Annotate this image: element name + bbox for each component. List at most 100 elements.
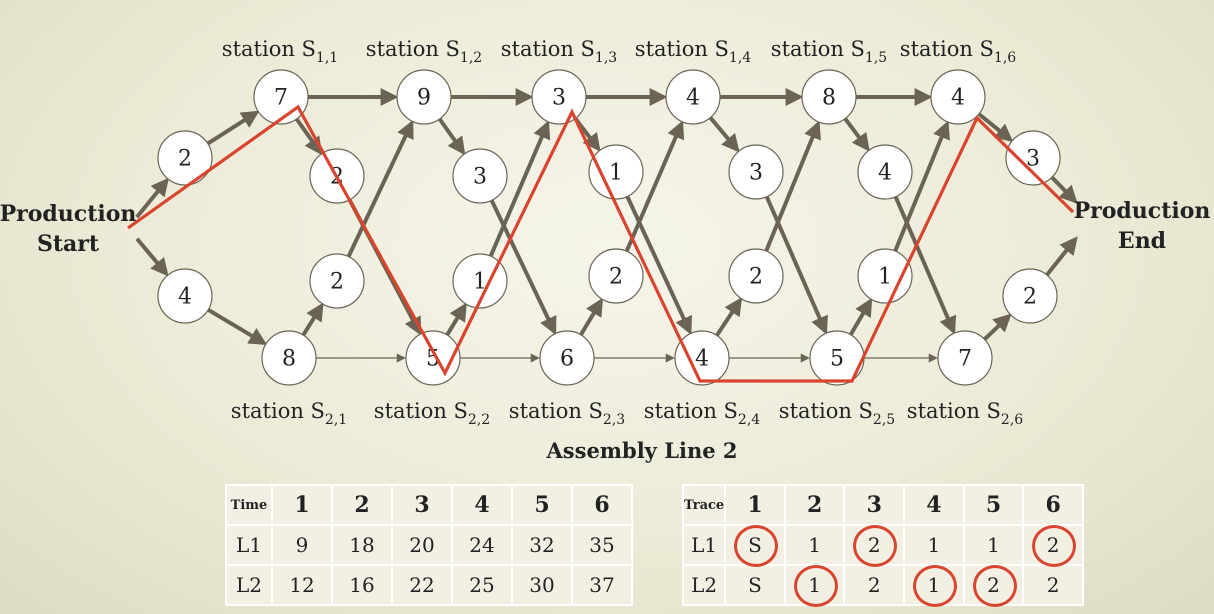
exit-to-end-arrow <box>1050 175 1078 204</box>
time-cell: 12 <box>271 564 333 606</box>
time-cell: 24 <box>451 524 513 566</box>
node-value: 2 <box>609 265 623 290</box>
transfer-arrow <box>843 117 870 152</box>
node-value: 2 <box>1023 285 1037 310</box>
transfer-node-1-to-2: 4 <box>857 144 913 200</box>
transfer-node-1-to-2: 3 <box>452 148 508 204</box>
transfer-arrow <box>715 297 743 337</box>
node-value: 1 <box>473 270 487 295</box>
time-cell: 18 <box>331 524 393 566</box>
station-label-line2: station S2,1 <box>231 399 347 428</box>
transfer-arrow <box>848 297 873 336</box>
station-node-line2: 4 <box>674 330 730 386</box>
node-value: 6 <box>560 347 574 372</box>
trace-col-1: 1 <box>724 484 786 526</box>
node-circle <box>261 330 317 386</box>
transfer-arrow <box>624 120 685 252</box>
station-node-line1: 9 <box>396 69 452 125</box>
transfer-node-2-to-1: 2 <box>309 253 365 309</box>
transfer-node-2-to-1: 2 <box>728 248 784 304</box>
table-row: L1 S 1 2 1 1 2 <box>681 524 1084 568</box>
node-value: 3 <box>552 86 566 111</box>
transfer-arrow <box>764 195 828 335</box>
node-circle <box>728 248 784 304</box>
node-circle <box>396 69 452 125</box>
time-cell: 32 <box>511 524 573 566</box>
station-label-line2: station S2,2 <box>374 399 490 428</box>
node-value: 5 <box>426 347 440 372</box>
node-circle <box>157 268 213 324</box>
transfer-arrow <box>294 117 323 156</box>
exit-arrow <box>983 313 1012 341</box>
time-col-1: 1 <box>271 484 333 526</box>
trace-row-label-l2: L2 <box>681 564 727 606</box>
exit-node-line2: 2 <box>1002 268 1058 324</box>
node-value: 7 <box>274 86 288 111</box>
transfer-arrow <box>301 302 324 337</box>
node-value: 5 <box>830 347 844 372</box>
station-label-line2: station S2,4 <box>644 399 760 428</box>
node-value: 7 <box>958 347 972 372</box>
node-value: 1 <box>609 161 623 186</box>
time-cell: 9 <box>271 524 333 566</box>
optimal-path-layer <box>127 104 1075 383</box>
station-label-line1: station S1,3 <box>501 37 617 66</box>
optimal-path-line <box>127 104 1075 383</box>
trace-cell: 1 <box>783 564 846 608</box>
trace-table-header-row: Trace 1 2 3 4 5 6 <box>681 484 1084 526</box>
transfer-node-2-to-1: 1 <box>452 253 508 309</box>
node-value: 9 <box>417 86 431 111</box>
trace-col-2: 2 <box>783 484 846 526</box>
node-circle <box>309 253 365 309</box>
time-cell: 25 <box>451 564 513 606</box>
trace-cell: 1 <box>962 524 1025 566</box>
entry-arrow-line1 <box>135 177 169 219</box>
transfer-arrow <box>489 199 557 336</box>
transfer-node-2-to-1: 2 <box>588 248 644 304</box>
node-value: 2 <box>330 270 344 295</box>
time-table: Time 1 2 3 4 5 6 L1 9 18 20 24 32 35 L2 … <box>225 484 633 606</box>
node-value: 3 <box>473 165 487 190</box>
node-circle <box>588 248 644 304</box>
station-node-line1: 8 <box>801 69 857 125</box>
node-value: 2 <box>749 265 763 290</box>
station-label-line1: station S1,5 <box>771 37 887 66</box>
transfer-arrow <box>437 117 466 156</box>
diagram-title: Assembly Line 2 <box>546 438 738 463</box>
node-value: 1 <box>878 265 892 290</box>
transfer-arrow <box>893 196 957 335</box>
time-col-2: 2 <box>331 484 393 526</box>
trace-row-label-l1: L1 <box>681 524 727 566</box>
station-node-line2: 7 <box>937 330 993 386</box>
transfer-arrow <box>708 116 740 153</box>
transfer-node-1-to-2: 1 <box>588 144 644 200</box>
node-circle <box>674 330 730 386</box>
node-value: 3 <box>1026 147 1040 172</box>
node-value: 8 <box>282 347 296 372</box>
station-label-line2: station S2,3 <box>509 399 625 428</box>
trace-cell: 1 <box>783 524 846 566</box>
station-label-line2: station S2,6 <box>907 399 1023 428</box>
transfer-node-2-to-1: 1 <box>857 248 913 304</box>
time-table-corner: Time <box>225 484 273 526</box>
table-row: L1 9 18 20 24 32 35 <box>225 524 633 566</box>
station-label-line1: station S1,2 <box>366 37 482 66</box>
exit-node-line1: 3 <box>1005 130 1061 186</box>
station-node-line1: 3 <box>531 69 587 125</box>
transfer-node-1-to-2: 3 <box>728 144 784 200</box>
node-circle <box>728 144 784 200</box>
table-row: L2 S 1 2 1 2 2 <box>681 564 1084 608</box>
time-cell: 35 <box>571 524 633 566</box>
time-col-4: 4 <box>451 484 513 526</box>
time-col-5: 5 <box>511 484 573 526</box>
entry-arrow-line2 <box>135 237 169 277</box>
trace-table-corner: Trace <box>681 484 727 526</box>
trace-col-4: 4 <box>903 484 965 526</box>
node-circle <box>1005 130 1061 186</box>
